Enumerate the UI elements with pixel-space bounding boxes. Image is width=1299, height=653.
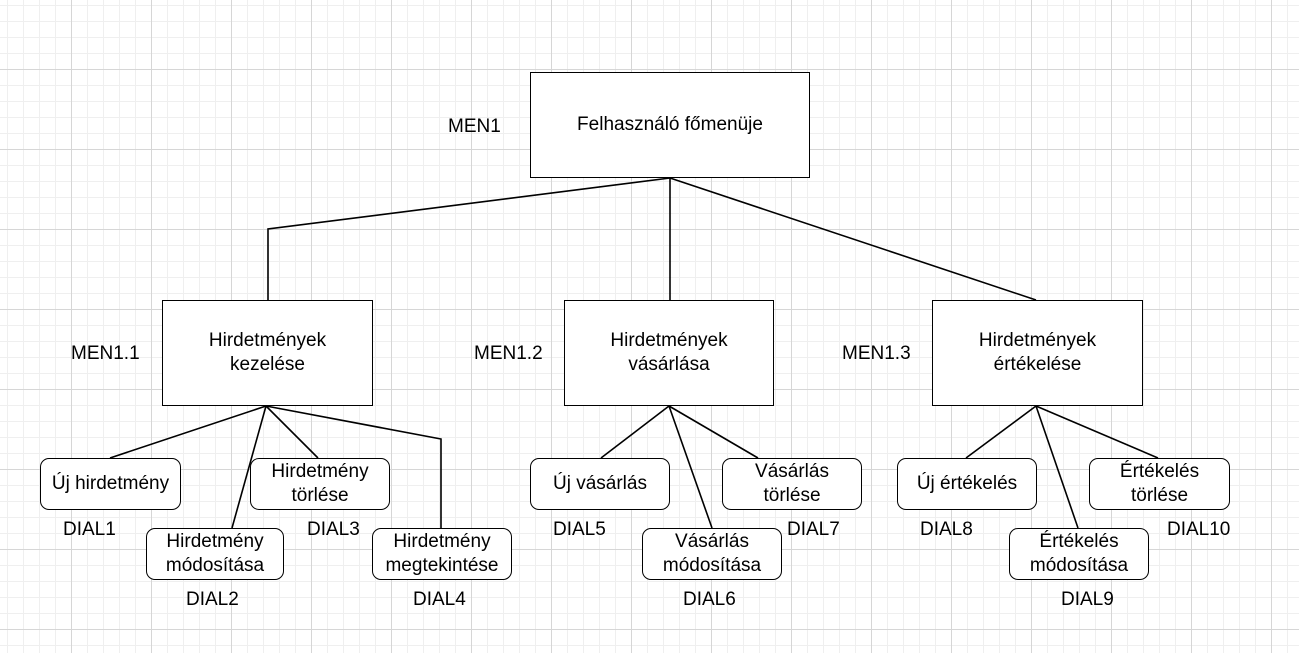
connector-men1-1-dial2 [231,405,267,529]
dialog-code-dial1: DIAL1 [63,519,116,540]
dialog-code-dial8: DIAL8 [920,519,973,540]
connector-root-men1-3 [669,177,1037,301]
root-menu-code: MEN1 [448,116,501,137]
submenu-box-men1-2: Hirdetmények vásárlása [564,300,774,406]
root-menu-label: Felhasználó főmenüje [577,114,763,135]
dialog-box-dial1: Új hirdetmény [40,458,181,510]
submenu-label-men1-1: Hirdetmények kezelése [208,330,327,375]
dialog-code-dial5: DIAL5 [553,519,606,540]
root-menu-box: Felhasználó főmenüje [530,72,810,178]
dialog-code-dial6: DIAL6 [683,589,736,610]
submenu-code-men1-3: MEN1.3 [842,343,911,364]
dialog-box-dial3: Hirdetmény törlése [250,458,390,510]
connector-men1-1-dial4 [265,405,442,528]
connector-men1-1-dial1 [109,405,267,459]
connector-men1-3-dial9 [1035,405,1079,529]
submenu-code-men1-1: MEN1.1 [71,343,140,364]
connector-men1-2-dial5 [600,405,670,459]
dialog-box-dial4: Hirdetmény megtekintése [372,528,512,580]
dialog-box-dial10: Értékelés törlése [1089,458,1230,510]
dialog-box-dial7: Vásárlás törlése [722,458,862,510]
submenu-label-men1-2: Hirdetmények vásárlása [610,330,728,375]
dialog-box-dial8: Új értékelés [897,458,1037,510]
submenu-box-men1-3: Hirdetmények értékelése [932,300,1143,406]
dialog-box-dial6: Vásárlás módosítása [642,528,782,580]
connector-men1-2-dial6 [668,405,713,529]
connector-men1-3-dial8 [965,405,1037,459]
dialog-label-dial1: Új hirdetmény [51,473,170,494]
dialog-label-dial5: Új vásárlás [553,473,647,494]
submenu-box-men1-1: Hirdetmények kezelése [162,300,373,406]
submenu-code-men1-2: MEN1.2 [474,343,543,364]
connector-men1-3-dial10 [1035,405,1159,459]
dialog-code-dial3: DIAL3 [307,519,360,540]
dialog-label-dial8: Új értékelés [916,473,1018,494]
dialog-label-dial6: Vásárlás módosítása [662,531,762,576]
connector-men1-2-dial7 [668,405,759,459]
dialog-code-dial9: DIAL9 [1061,589,1114,610]
connector-men1-1-dial3 [265,405,319,459]
dialog-box-dial9: Értékelés módosítása [1009,528,1149,580]
dialog-label-dial9: Értékelés módosítása [1029,531,1129,576]
dialog-code-dial10: DIAL10 [1167,519,1231,540]
submenu-label-men1-3: Hirdetmények értékelése [978,330,1097,375]
dialog-box-dial5: Új vásárlás [530,458,670,510]
dialog-label-dial7: Vásárlás törlése [755,461,829,506]
dialog-code-dial4: DIAL4 [413,589,466,610]
dialog-box-dial2: Hirdetmény módosítása [146,528,284,580]
dialog-label-dial4: Hirdetmény megtekintése [385,531,499,576]
dialog-label-dial10: Értékelés törlése [1119,461,1200,506]
dialog-code-dial2: DIAL2 [186,589,239,610]
dialog-label-dial3: Hirdetmény törlése [271,461,369,506]
connector-root-men1-1 [267,177,671,300]
dialog-code-dial7: DIAL7 [787,519,840,540]
dialog-label-dial2: Hirdetmény módosítása [165,531,265,576]
